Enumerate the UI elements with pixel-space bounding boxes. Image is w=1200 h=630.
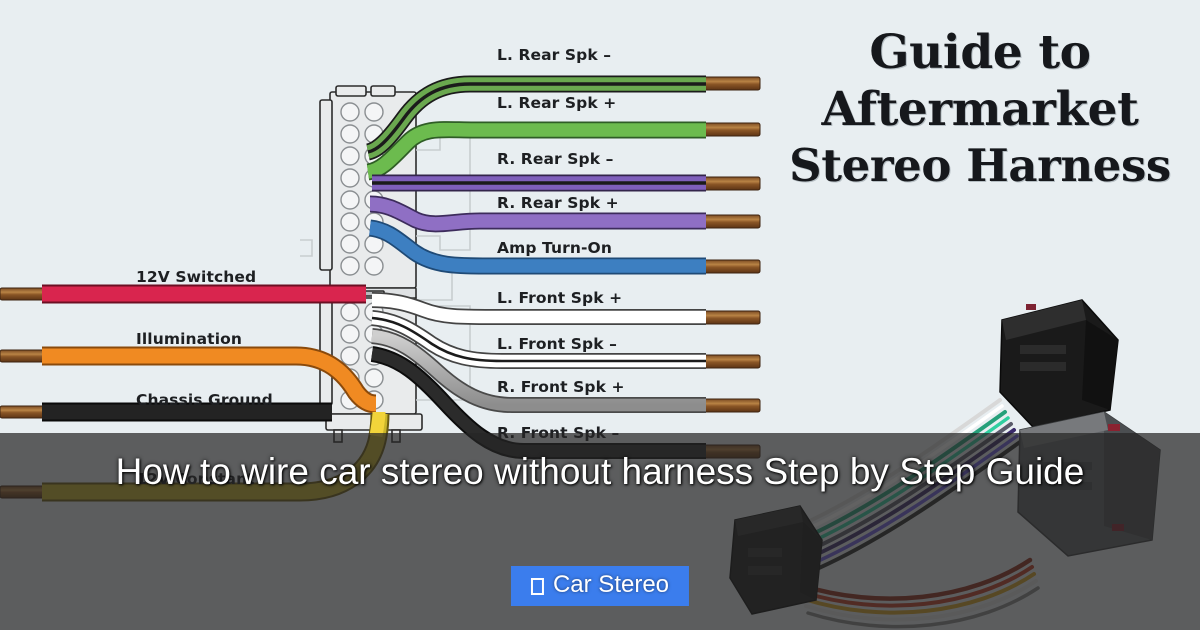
- overlay-title-text: How to wire car stereo without harness S…: [115, 451, 1085, 492]
- tofu-missing-glyph-icon: [530, 577, 544, 595]
- category-badge[interactable]: Car Stereo: [510, 566, 690, 606]
- wire-label-l-front-spk-plus: L. Front Spk +: [497, 289, 623, 307]
- wire-label-chassis-ground: Chassis Ground: [136, 391, 273, 409]
- wire-label-12v-switched: 12V Switched: [136, 268, 257, 286]
- wire-label-l-rear-spk-minus: L. Rear Spk –: [497, 46, 612, 64]
- heading-line-2: Aftermarket: [821, 82, 1139, 138]
- wire-label-illumination: Illumination: [136, 330, 242, 348]
- heading-line-3: Stereo Harness: [789, 138, 1171, 192]
- wire-label-r-front-spk-plus: R. Front Spk +: [497, 378, 625, 396]
- category-badge-label: Car Stereo: [552, 571, 670, 598]
- wire-label-r-rear-spk-plus: R. Rear Spk +: [497, 194, 619, 212]
- heading-line-1: Guide to: [869, 25, 1091, 80]
- page-title: Guide to Aftermarket Stereo Harness: [770, 24, 1190, 194]
- wire-label-r-rear-spk-minus: R. Rear Spk –: [497, 150, 614, 168]
- wire-label-l-front-spk-minus: L. Front Spk –: [497, 335, 618, 353]
- wire-label-amp-turn-on: Amp Turn-On: [497, 239, 612, 257]
- wire-label-l-rear-spk-plus: L. Rear Spk +: [497, 94, 617, 112]
